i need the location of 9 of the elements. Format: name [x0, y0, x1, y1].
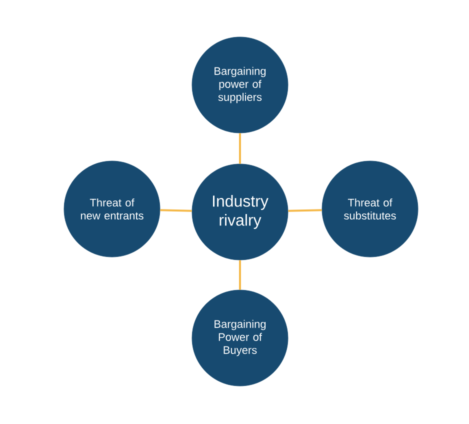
circle-node: Threat of new entrants: [64, 160, 160, 258]
connector-line: [288, 209, 322, 212]
connector-line: [239, 133, 241, 164]
circle-node: Bargaining Power of Buyers: [192, 290, 288, 386]
connector-line: [160, 209, 192, 212]
circle-node: Industry rivalry: [192, 164, 288, 260]
connector-line: [239, 260, 241, 290]
circle-node: Bargaining power of suppliers: [192, 36, 288, 134]
circle-node: Threat of substitutes: [322, 160, 418, 258]
